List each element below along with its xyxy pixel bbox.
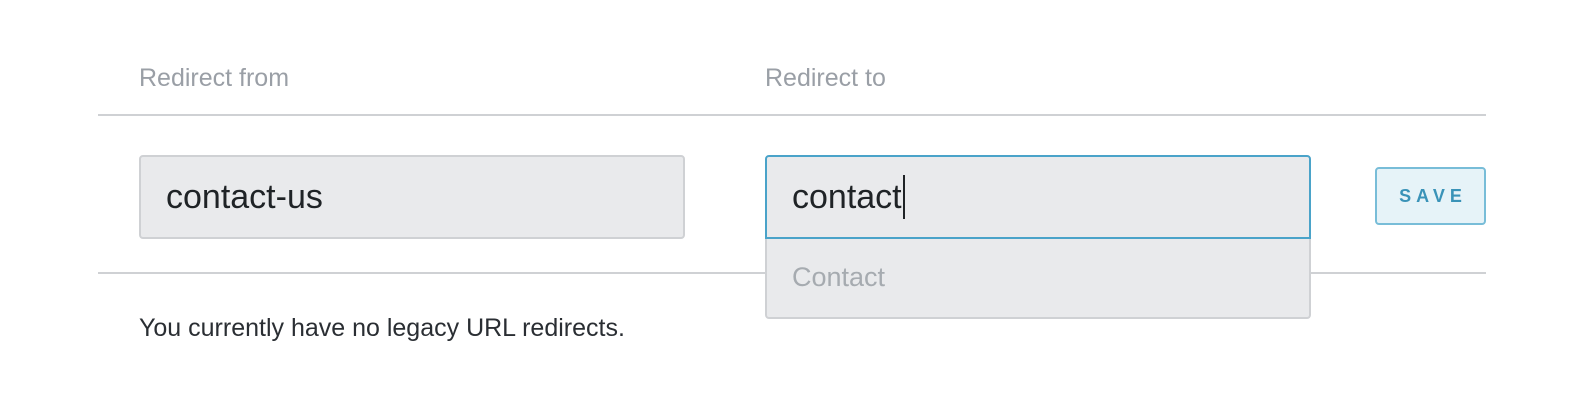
redirect-from-input[interactable]: contact-us: [139, 155, 685, 239]
redirect-from-value: contact-us: [166, 177, 323, 216]
redirect-to-value: contact: [792, 177, 902, 216]
header-divider: [98, 114, 1486, 116]
autocomplete-dropdown: Contact: [765, 239, 1311, 319]
empty-state-message: You currently have no legacy URL redirec…: [139, 314, 625, 342]
redirect-to-header: Redirect to: [765, 64, 886, 92]
save-button[interactable]: SAVE: [1375, 167, 1486, 225]
redirect-to-input[interactable]: contact: [765, 155, 1311, 239]
autocomplete-option[interactable]: Contact: [792, 261, 886, 292]
text-caret: [902, 175, 905, 219]
redirect-from-header: Redirect from: [139, 64, 290, 92]
